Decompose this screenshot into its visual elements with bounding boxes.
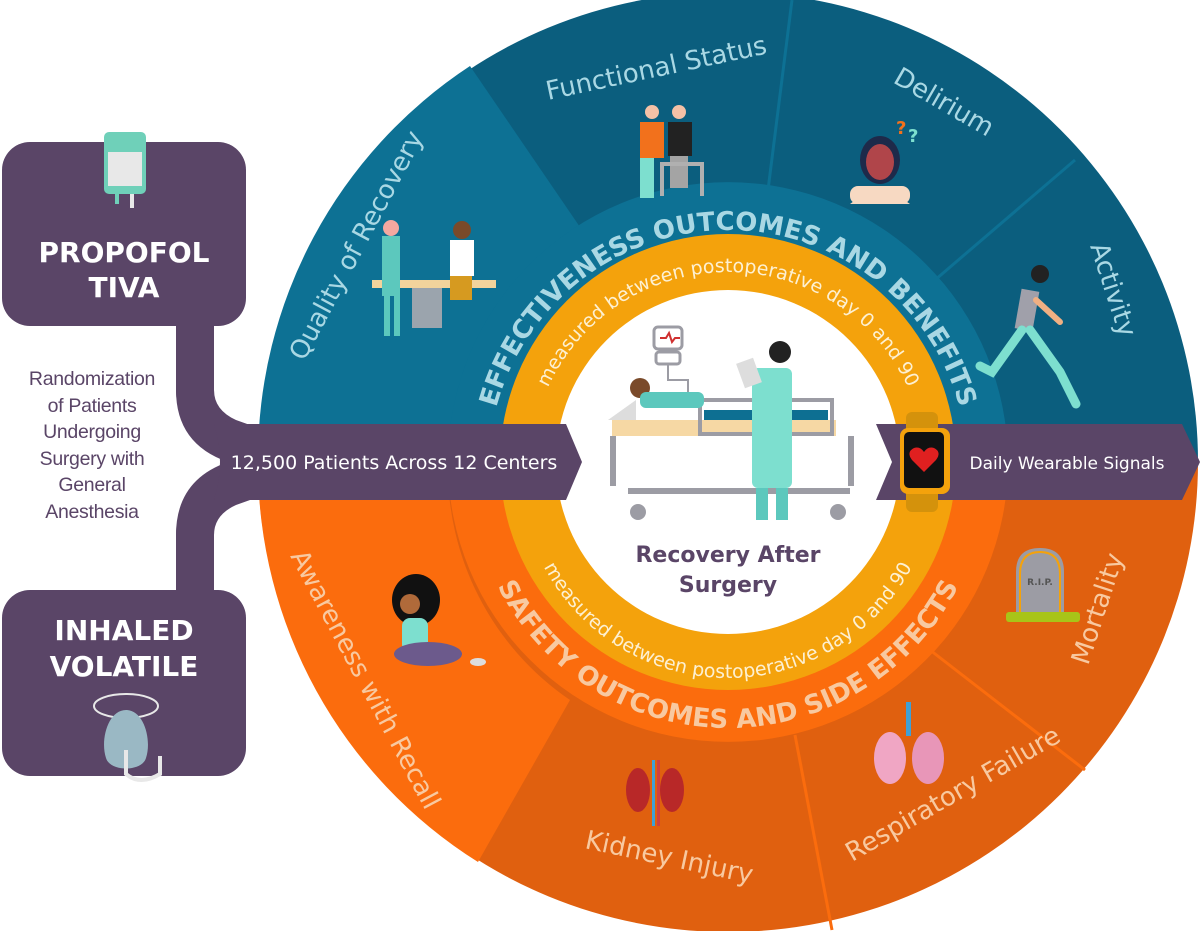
- hospital-bed-doctor-icon: [608, 325, 854, 520]
- propofol-tiva-box[interactable]: [2, 142, 246, 326]
- inhaled-volatile-box[interactable]: [2, 590, 246, 776]
- segment-divider: [793, 734, 834, 931]
- propofol-label-line2: TIVA: [89, 271, 160, 304]
- segment-divider: [929, 648, 1086, 772]
- center-circle: [556, 290, 900, 634]
- svg-text:?: ?: [908, 126, 918, 147]
- tombstone-icon: R.I.P.: [1006, 548, 1080, 622]
- randomization-line: General: [58, 474, 126, 496]
- randomization-line: Surgery with: [39, 447, 145, 470]
- walker-assist-icon: [640, 105, 704, 198]
- center-title-line1: Recovery After: [635, 543, 820, 568]
- inhaled-label-line2: VOLATILE: [50, 650, 199, 683]
- propofol-label-line1: PROPOFOL: [39, 236, 210, 269]
- tombstone-text: R.I.P.: [1027, 578, 1053, 588]
- iv-bag-icon: [104, 132, 146, 208]
- wearable-banner: [876, 424, 1200, 500]
- randomization-connector: [176, 290, 250, 600]
- randomization-text: Randomization of Patients Undergoing Sur…: [14, 366, 170, 525]
- patient-consultation-icon: [372, 220, 496, 336]
- randomization-line: Anesthesia: [45, 500, 139, 523]
- segment-divider: [934, 158, 1076, 282]
- running-man-icon: [975, 265, 1081, 409]
- inhaled-label-line1: INHALED: [54, 614, 193, 647]
- segment-quality-of-recovery[interactable]: [257, 66, 582, 462]
- patients-banner-text: 12,500 Patients Across 12 Centers: [231, 452, 558, 474]
- distressed-woman-icon: [392, 574, 486, 666]
- wearable-banner-text: Daily Wearable Signals: [970, 454, 1165, 474]
- center-title-line2: Surgery: [679, 573, 777, 598]
- smartwatch-heart-icon: [900, 412, 950, 512]
- randomization-line: Randomization: [28, 368, 156, 390]
- randomization-line: of Patients: [47, 394, 137, 417]
- randomization-line: Undergoing: [43, 421, 141, 443]
- confused-person-icon: ? ?: [850, 118, 918, 204]
- oxygen-mask-icon: [93, 693, 162, 782]
- segment-divider: [766, 0, 794, 191]
- svg-text:?: ?: [896, 118, 906, 139]
- kidneys-icon: [626, 760, 684, 826]
- lungs-icon: [874, 702, 944, 784]
- patients-banner: [214, 424, 582, 500]
